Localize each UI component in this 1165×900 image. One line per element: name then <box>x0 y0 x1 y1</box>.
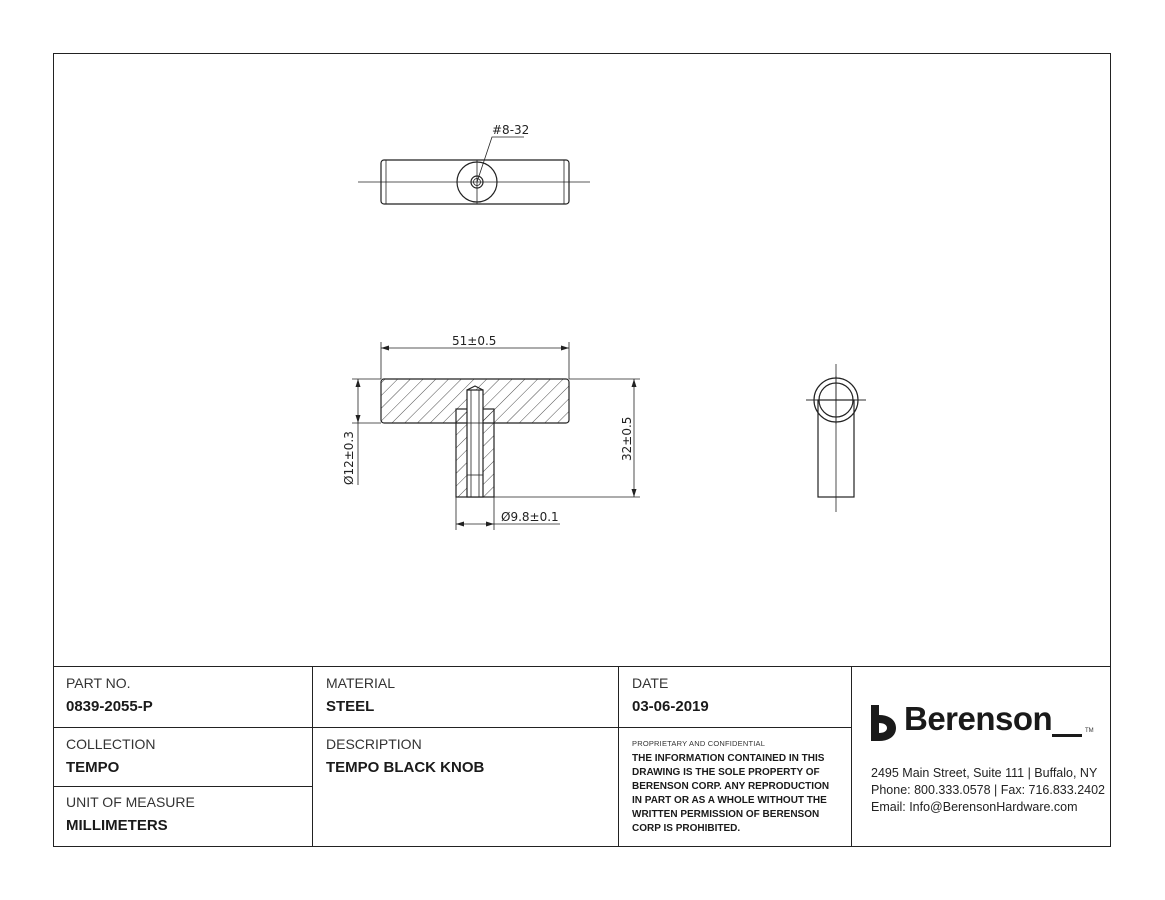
unit-label: UNIT OF MEASURE <box>66 794 195 810</box>
date-label: DATE <box>632 675 669 691</box>
divider <box>53 786 312 787</box>
proprietary-heading: PROPRIETARY AND CONFIDENTIAL <box>632 739 766 748</box>
divider <box>851 666 852 847</box>
unit-value: MILLIMETERS <box>66 817 168 834</box>
side-view <box>806 364 866 512</box>
brand-underline <box>1052 734 1082 737</box>
divider <box>618 666 619 847</box>
section-view: 51±0.5 Ø12±0.3 32±0.5 Ø9.8±0.1 <box>342 334 640 530</box>
collection-label: COLLECTION <box>66 736 156 752</box>
post-diameter-dimension: Ø9.8±0.1 <box>501 510 559 524</box>
date-value: 03-06-2019 <box>632 698 709 715</box>
proprietary-notice: THE INFORMATION CONTAINED IN THIS DRAWIN… <box>632 753 830 834</box>
trademark: TM <box>1085 728 1094 734</box>
diameter-dimension: Ø12±0.3 <box>342 431 356 485</box>
description-value: TEMPO BLACK KNOB <box>326 759 485 776</box>
company-phone-fax: Phone: 800.333.0578 | Fax: 716.833.2402 <box>871 783 1105 797</box>
material-value: STEEL <box>326 698 375 715</box>
collection-value: TEMPO <box>66 759 120 776</box>
company-email: Email: Info@BerensonHardware.com <box>871 800 1078 814</box>
description-label: DESCRIPTION <box>326 736 422 752</box>
divider <box>312 666 313 847</box>
company-address: 2495 Main Street, Suite 111 | Buffalo, N… <box>871 766 1098 780</box>
length-dimension: 51±0.5 <box>452 334 496 348</box>
part-no-label: PART NO. <box>66 675 131 691</box>
company-name: Berenson <box>904 700 1053 737</box>
title-block-top-border <box>53 666 1111 667</box>
thread-label: #8-32 <box>492 123 529 137</box>
divider <box>53 727 851 728</box>
height-dimension: 32±0.5 <box>620 417 634 461</box>
part-no-value: 0839-2055-P <box>66 698 153 715</box>
top-view: #8-32 <box>358 123 590 205</box>
berenson-logo-icon <box>871 705 896 741</box>
material-label: MATERIAL <box>326 675 395 691</box>
drawing-sheet-border <box>53 53 1111 847</box>
